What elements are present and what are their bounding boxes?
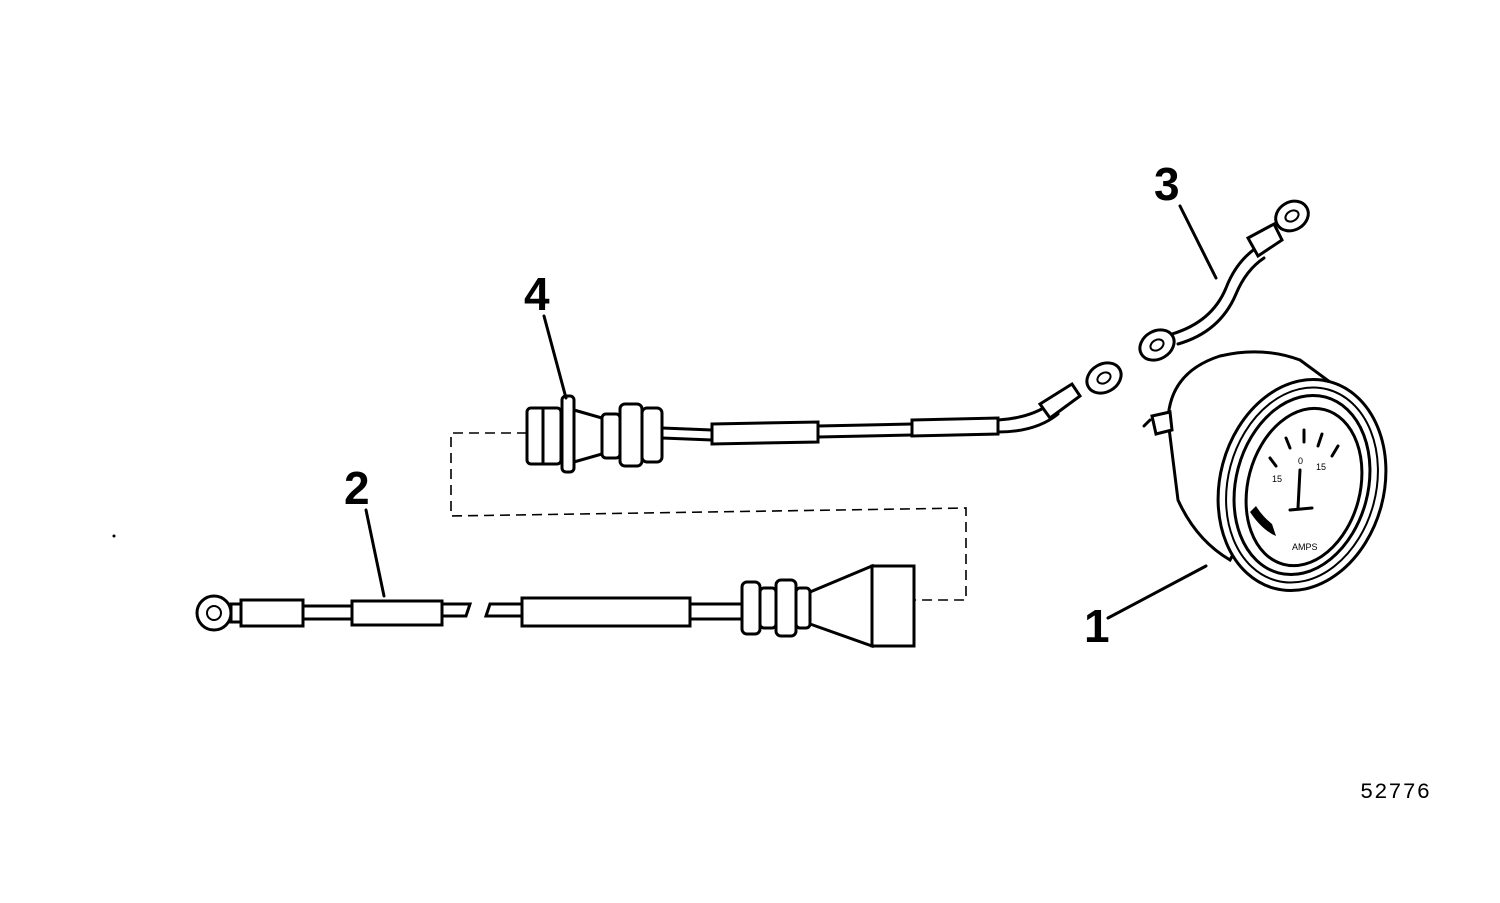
- callout-4: 4: [524, 268, 550, 320]
- dial-right-mark: 15: [1316, 462, 1326, 472]
- dial-left-mark: 15: [1272, 474, 1282, 484]
- callout-1-leader: [1106, 564, 1208, 620]
- harness-lead-part-4: [525, 361, 1123, 474]
- figure-number: 52776: [1360, 780, 1431, 805]
- callout-2: 2: [344, 462, 370, 514]
- ammeter-gauge-part-1: 15 0 15 AMPS: [1142, 350, 1388, 593]
- callout-2-leader: [364, 508, 386, 598]
- dial-unit-text: AMPS: [1292, 542, 1318, 552]
- callout-3: 3: [1154, 158, 1180, 210]
- callout-3-leader: [1178, 204, 1218, 280]
- dial-center-mark: 0: [1298, 456, 1303, 466]
- callout-1: 1: [1084, 600, 1110, 652]
- callout-4-leader: [542, 314, 568, 400]
- harness-lead-part-2: [195, 563, 916, 649]
- ground-strap-part-3: [1138, 199, 1310, 362]
- connection-dashed-line: [450, 432, 967, 601]
- stray-dot: [112, 534, 116, 538]
